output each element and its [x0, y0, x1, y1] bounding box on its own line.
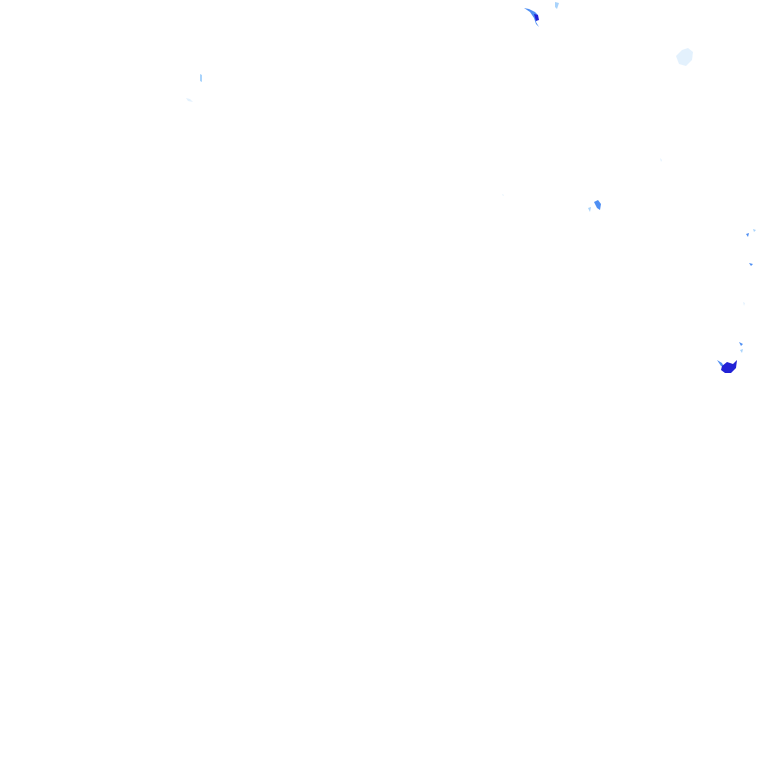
echo-medium-cell: [746, 233, 749, 237]
echo-light-cell: [753, 229, 756, 232]
rain-echo-left: [186, 74, 202, 102]
echo-very-light-cell: [502, 194, 504, 196]
echo-very-light-cell: [743, 302, 745, 306]
echo-heavy-cell: [721, 360, 737, 373]
echo-medium-cell: [524, 8, 539, 27]
echo-light-cell: [200, 74, 202, 82]
echo-light-cell: [555, 2, 559, 9]
echo-light-cell: [588, 207, 591, 212]
rain-echo-center: [502, 194, 601, 212]
echo-medium-cell: [594, 200, 601, 210]
rain-echo-right: [743, 229, 756, 306]
rain-echo-lower-right: [717, 342, 743, 373]
rain-echo-top-right: [660, 48, 693, 162]
echo-medium-cell: [739, 342, 743, 346]
rain-echo-top: [524, 2, 559, 27]
echo-very-light-cell: [676, 48, 693, 66]
echo-medium-cell: [717, 360, 724, 367]
echo-heavy-cell: [534, 14, 539, 21]
echo-light-cell: [740, 349, 743, 353]
echo-very-light-cell: [660, 158, 662, 162]
echo-medium-cell: [749, 263, 753, 266]
echo-very-light-cell: [186, 98, 193, 102]
